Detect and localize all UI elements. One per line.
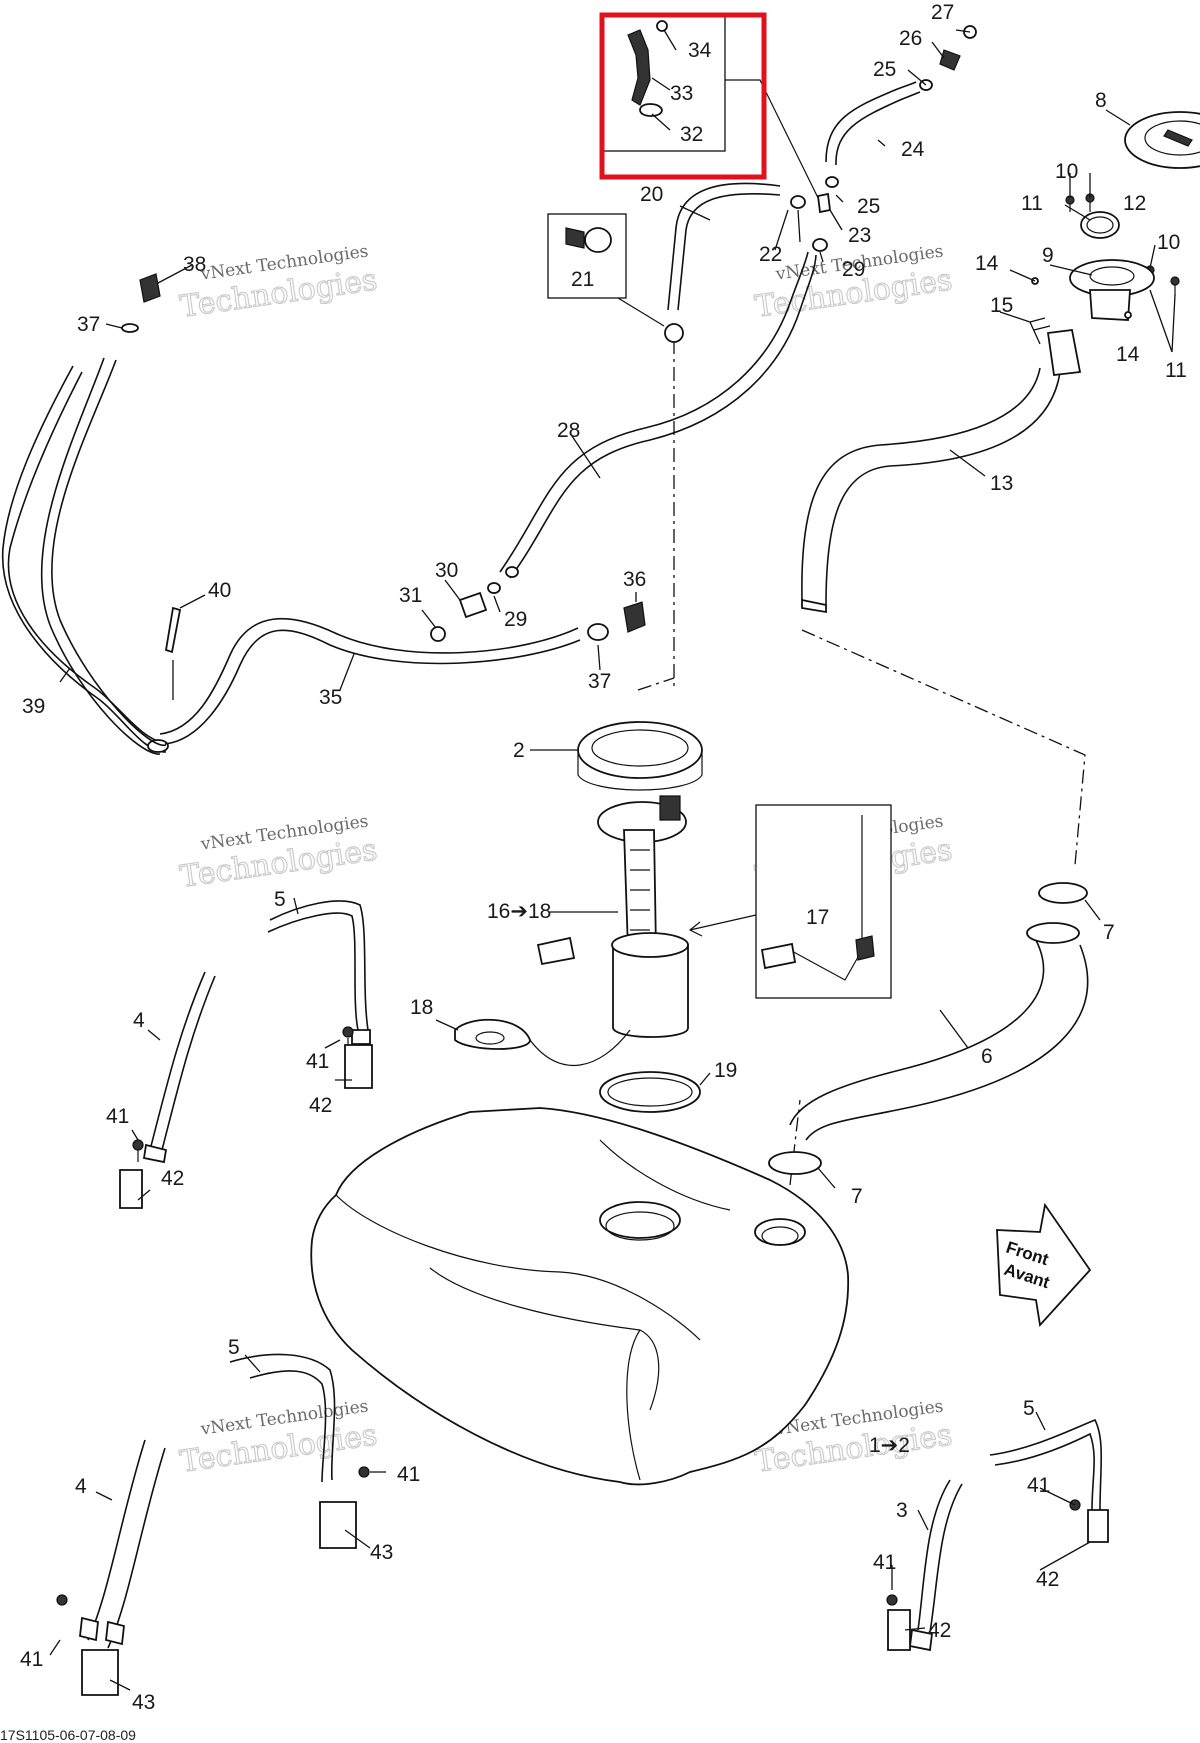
callout-27: 27 bbox=[931, 1, 954, 24]
callout-19: 19 bbox=[714, 1059, 737, 1082]
callout-32: 32 bbox=[680, 123, 703, 146]
callout-41: 41 bbox=[397, 1463, 420, 1486]
callout-41: 41 bbox=[306, 1050, 329, 1073]
detail-box-clamp-21 bbox=[547, 213, 665, 327]
callout-5: 5 bbox=[228, 1336, 240, 1359]
lock-ring bbox=[577, 721, 703, 791]
callout-42: 42 bbox=[309, 1094, 332, 1117]
assembly-lines bbox=[637, 340, 1086, 1186]
callout-17: 17 bbox=[806, 906, 829, 929]
callout-16-18: 16➔18 bbox=[487, 900, 551, 923]
callout-1-2: 1➔2 bbox=[869, 1434, 910, 1457]
callout-41: 41 bbox=[106, 1105, 129, 1128]
callout-20: 20 bbox=[640, 183, 663, 206]
document-code: 17S1105-06-07-08-09 bbox=[0, 1727, 136, 1743]
callout-35: 35 bbox=[319, 686, 342, 709]
callout-11: 11 bbox=[1021, 192, 1043, 215]
callout-2: 2 bbox=[513, 739, 525, 762]
detail-box-clip bbox=[600, 13, 825, 211]
parts bbox=[56, 20, 1200, 1696]
detail-box-level-sender bbox=[688, 804, 892, 999]
callout-37: 37 bbox=[77, 313, 100, 336]
callout-29: 29 bbox=[504, 608, 527, 631]
callout-18: 18 bbox=[410, 996, 433, 1019]
callout-26: 26 bbox=[899, 27, 922, 50]
highlight-box bbox=[599, 12, 767, 180]
callout-25: 25 bbox=[873, 58, 896, 81]
fuel-cap bbox=[1124, 111, 1200, 169]
callout-7: 7 bbox=[1103, 921, 1115, 944]
callout-37: 37 bbox=[588, 670, 611, 693]
callout-5: 5 bbox=[1023, 1397, 1035, 1420]
callout-28: 28 bbox=[557, 419, 580, 442]
callout-22: 22 bbox=[759, 243, 782, 266]
callout-42: 42 bbox=[928, 1619, 951, 1642]
callout-7: 7 bbox=[851, 1185, 863, 1208]
callout-36: 36 bbox=[623, 568, 646, 591]
callout-29: 29 bbox=[842, 258, 865, 281]
callout-30: 30 bbox=[435, 559, 458, 582]
callout-14: 14 bbox=[1116, 343, 1140, 366]
callouts: 27 26 25 24 25 34 33 32 20 22 23 29 21 3… bbox=[20, 1, 1187, 1714]
callout-8: 8 bbox=[1095, 89, 1107, 112]
callout-40: 40 bbox=[208, 579, 231, 602]
callout-41: 41 bbox=[873, 1551, 896, 1574]
callout-14: 14 bbox=[975, 252, 999, 275]
callout-13: 13 bbox=[990, 472, 1013, 495]
callout-15: 15 bbox=[990, 294, 1013, 317]
callout-41: 41 bbox=[20, 1648, 43, 1671]
callout-3: 3 bbox=[896, 1499, 908, 1522]
front-direction-arrow: Front Avant bbox=[996, 1202, 1092, 1327]
callout-10: 10 bbox=[1055, 160, 1078, 183]
callout-33: 33 bbox=[670, 82, 693, 105]
callout-38: 38 bbox=[183, 253, 206, 276]
callout-10: 10 bbox=[1157, 231, 1180, 254]
callout-34: 34 bbox=[688, 39, 712, 62]
leader-lines bbox=[49, 29, 1176, 1691]
callout-39: 39 bbox=[22, 695, 45, 718]
callout-23: 23 bbox=[848, 224, 871, 247]
callout-5: 5 bbox=[274, 888, 286, 911]
callout-4: 4 bbox=[75, 1475, 87, 1498]
fuel-tank bbox=[310, 1107, 850, 1486]
callout-43: 43 bbox=[132, 1691, 155, 1714]
callout-4: 4 bbox=[133, 1009, 145, 1032]
callout-11: 11 bbox=[1165, 359, 1187, 382]
callout-6: 6 bbox=[981, 1045, 993, 1068]
callout-43: 43 bbox=[370, 1541, 393, 1564]
callout-12: 12 bbox=[1123, 192, 1146, 215]
fuel-pump-module bbox=[536, 795, 689, 1038]
hoses bbox=[1, 81, 1089, 1141]
callout-25: 25 bbox=[857, 195, 880, 218]
callout-24: 24 bbox=[901, 138, 925, 161]
callout-42: 42 bbox=[1036, 1568, 1059, 1591]
callout-9: 9 bbox=[1042, 244, 1054, 267]
callout-42: 42 bbox=[161, 1167, 184, 1190]
callout-31: 31 bbox=[399, 584, 422, 607]
callout-41: 41 bbox=[1027, 1474, 1050, 1497]
callout-21: 21 bbox=[571, 268, 594, 291]
